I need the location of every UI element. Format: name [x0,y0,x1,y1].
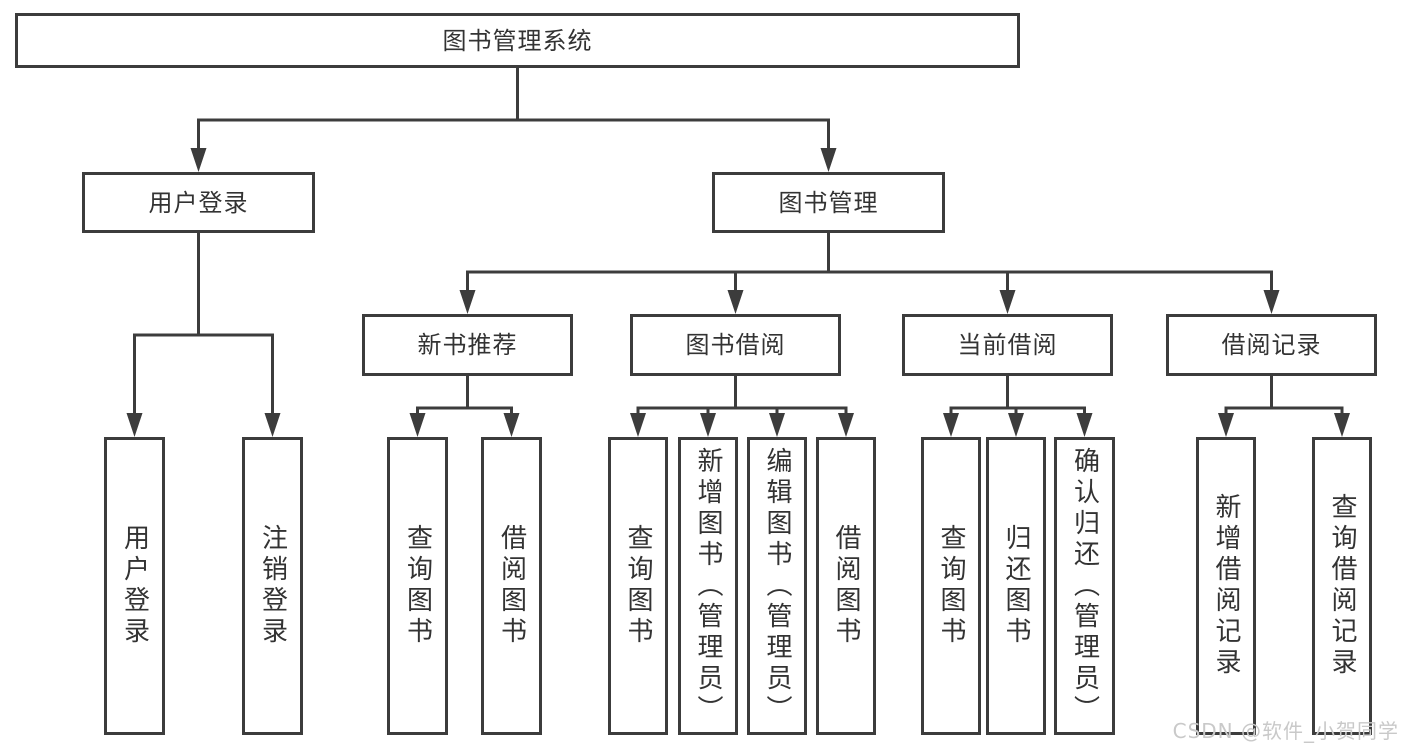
node-bor-add: 新增图书（管理员） [678,437,738,735]
node-bor-edit: 编辑图书（管理员） [747,437,807,735]
connector-borrow-to-bor-borrow [734,374,848,421]
arrowhead-rec-query [409,413,426,437]
connector-recommend-to-rec-query [416,374,469,421]
arrowhead-borrow [727,290,744,314]
node-recrd-query: 查询借阅记录 [1312,437,1372,735]
arrowhead-rec-borrow [503,413,520,437]
connector-recommend-to-rec-borrow [466,374,513,421]
connector-borrow-to-bor-add [706,374,737,421]
connector-login-to-user-login [133,231,200,421]
node-cur-confirm: 确认归还（管理员） [1054,437,1115,735]
node-root: 图书管理系统 [15,13,1020,68]
node-recommend: 新书推荐 [362,314,573,376]
arrowhead-recrd-add [1218,413,1234,437]
arrowhead-logout [264,413,281,437]
arrowhead-cur-query [943,413,959,437]
connector-borrow-to-bor-edit [734,374,779,421]
node-logout: 注销登录 [242,437,303,735]
arrowhead-records [1263,290,1280,314]
connector-borrow-to-bor-query [636,374,737,421]
connector-mgmt-to-borrow [734,231,830,298]
connector-mgmt-to-records [827,231,1273,298]
arrowhead-bor-add [700,413,716,437]
arrowhead-user-login [126,413,143,437]
node-bor-query: 查询图书 [608,437,668,735]
arrowhead-cur-return [1008,413,1024,437]
node-records: 借阅记录 [1166,314,1377,376]
connector-records-to-recrd-add [1224,374,1273,421]
node-current: 当前借阅 [902,314,1113,376]
arrowhead-mgmt [820,148,837,172]
node-cur-return: 归还图书 [986,437,1046,735]
node-rec-query: 查询图书 [387,437,448,735]
connector-root-to-login [197,66,519,156]
arrowhead-bor-borrow [838,413,854,437]
watermark: CSDN @软件_小贺同学 [1172,719,1399,743]
arrowhead-login [190,148,207,172]
connector-current-to-cur-confirm [1006,374,1086,421]
connector-records-to-recrd-query [1270,374,1344,421]
arrowhead-recrd-query [1334,413,1350,437]
connector-root-to-mgmt [516,66,830,156]
arrowhead-current [999,290,1016,314]
connector-current-to-cur-query [949,374,1009,421]
node-cur-query: 查询图书 [921,437,981,735]
arrowhead-recommend [459,290,476,314]
node-recrd-add: 新增借阅记录 [1196,437,1256,735]
node-login: 用户登录 [82,172,315,233]
connector-mgmt-to-current [827,231,1009,298]
arrowhead-bor-query [630,413,646,437]
connector-login-to-logout [197,231,274,421]
arrowhead-bor-edit [769,413,785,437]
node-borrow: 图书借阅 [630,314,841,376]
connector-mgmt-to-recommend [466,231,830,298]
node-user-login: 用户登录 [104,437,165,735]
node-bor-borrow: 借阅图书 [816,437,876,735]
node-mgmt: 图书管理 [712,172,945,233]
node-rec-borrow: 借阅图书 [481,437,542,735]
arrowhead-cur-confirm [1076,413,1093,437]
